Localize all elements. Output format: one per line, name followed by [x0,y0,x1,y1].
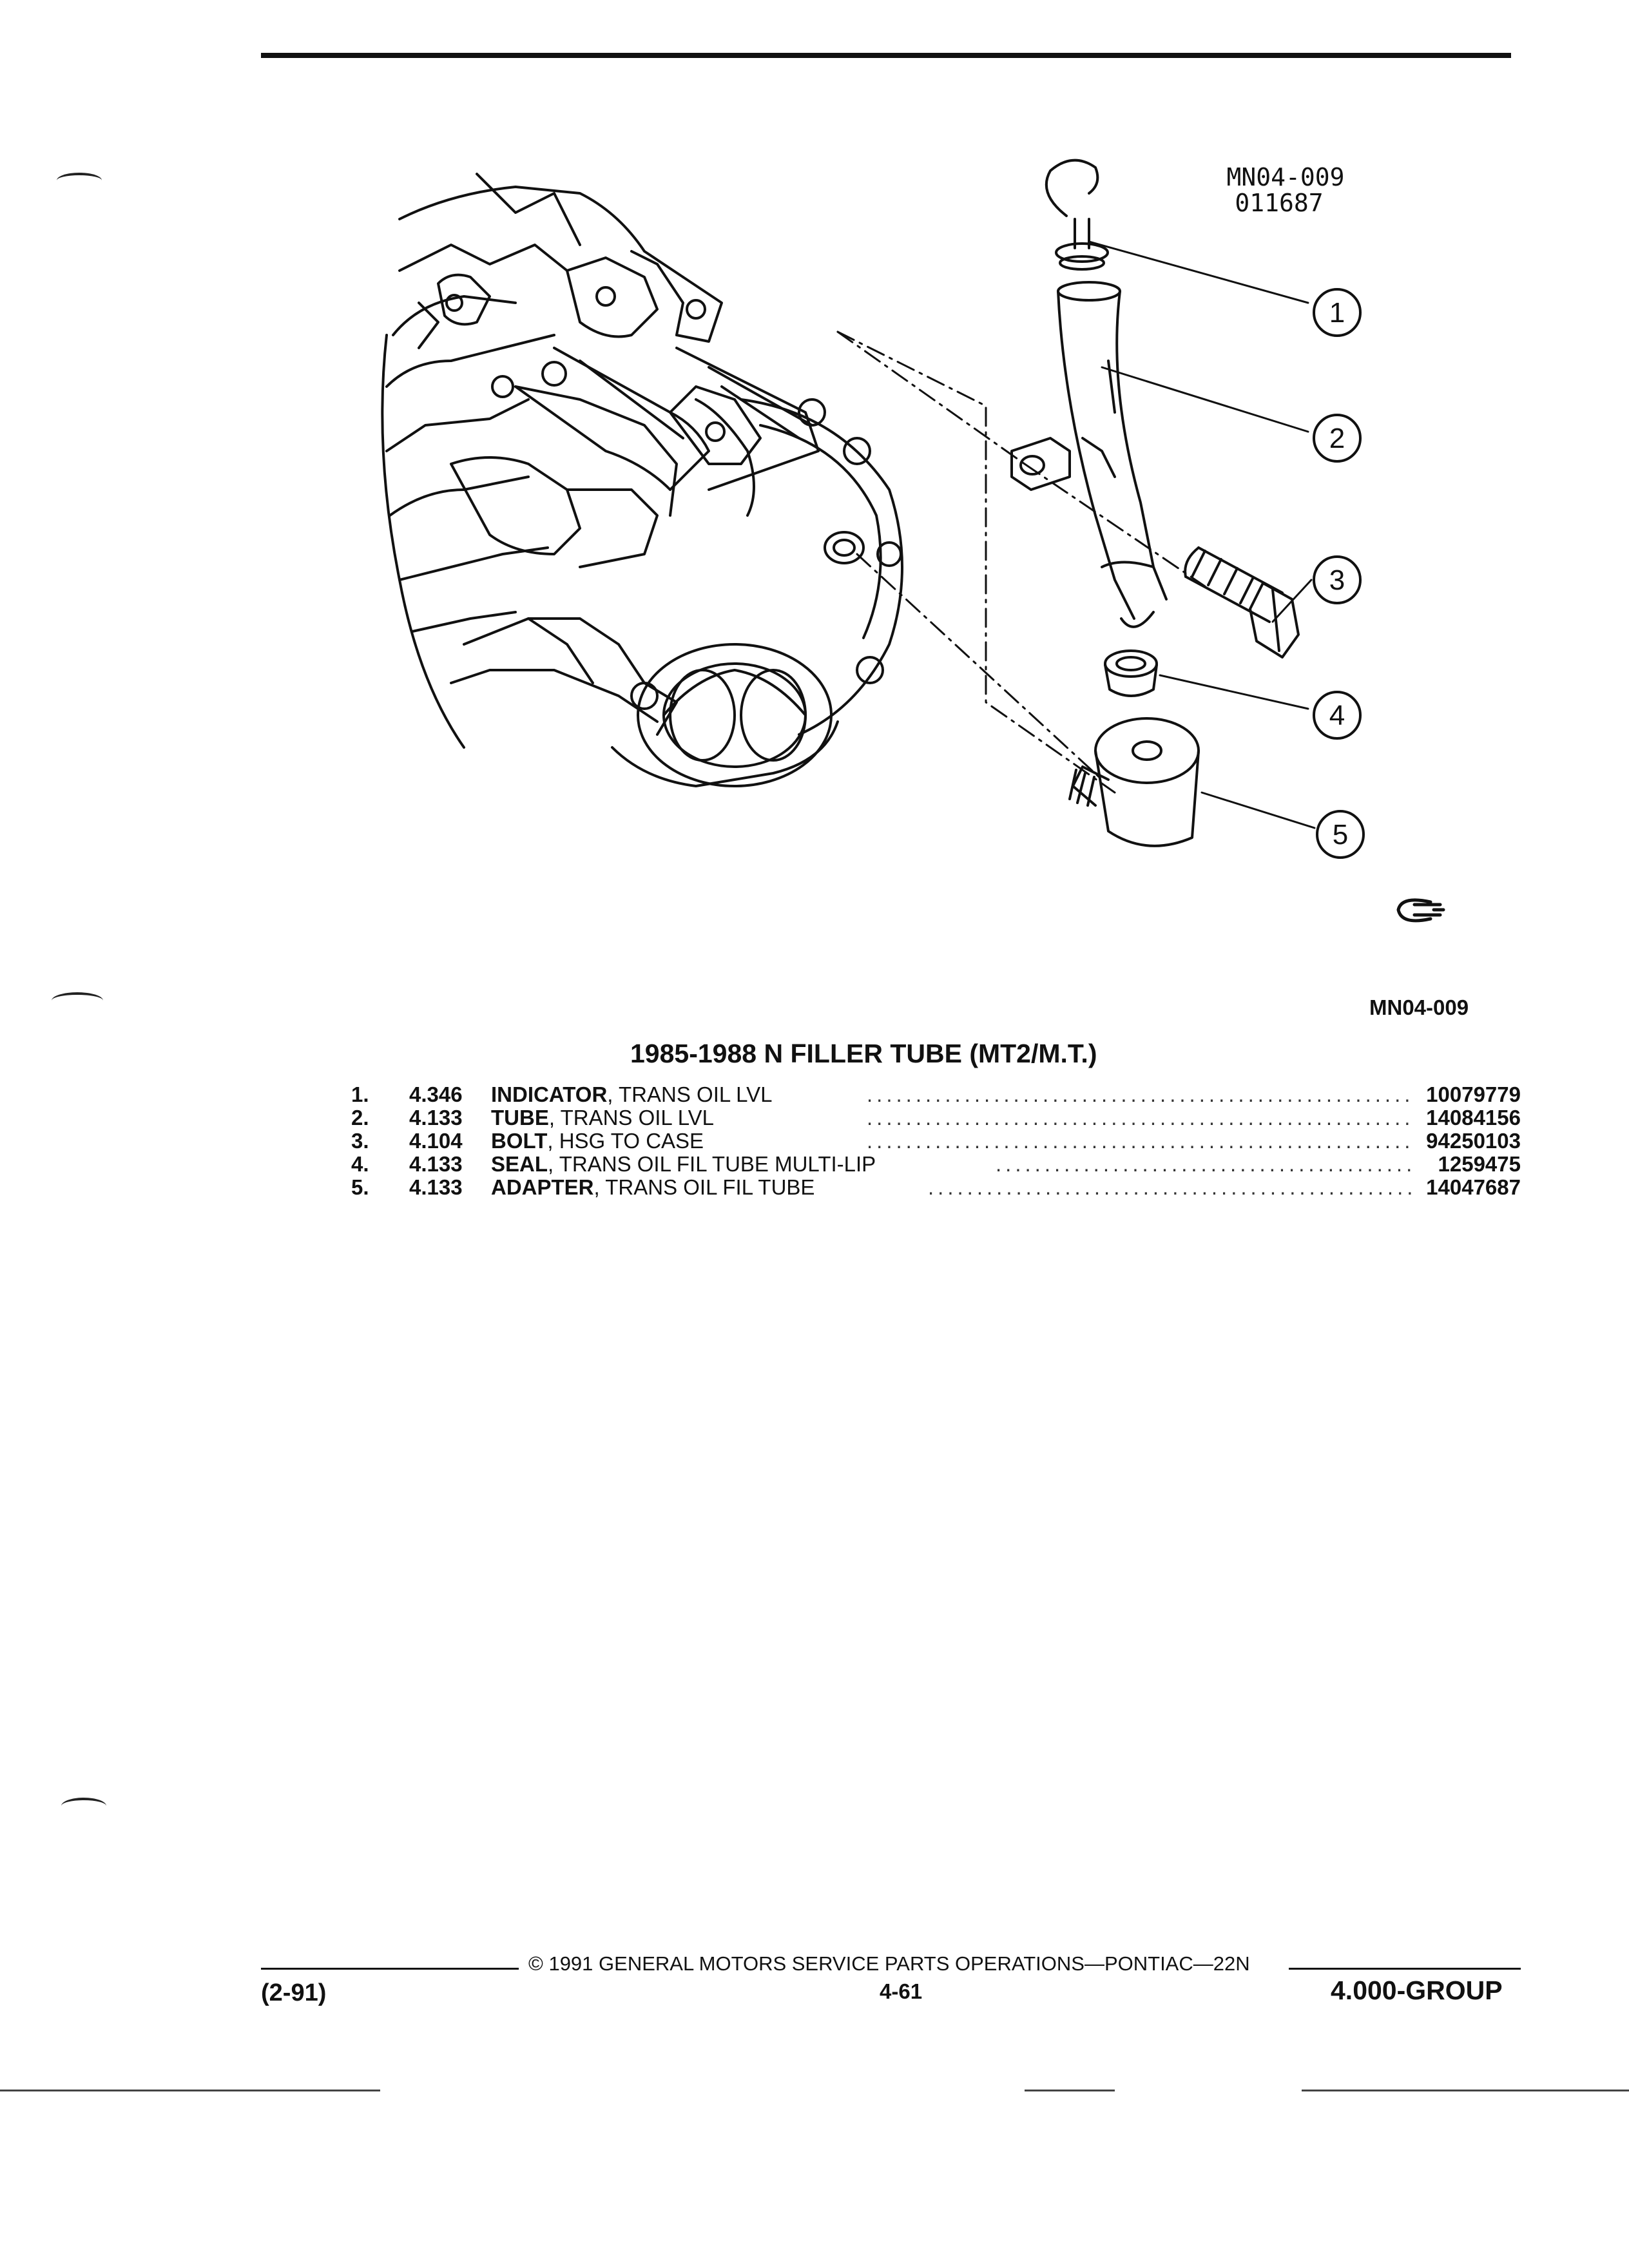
part-desc: , TRANS OIL FIL TUBE [593,1175,815,1199]
part-name: INDICATOR [491,1082,608,1106]
callout-leaders [1088,240,1316,829]
item-number: 3. [351,1129,369,1153]
oil-level-tube [1010,281,1168,628]
part-description: INDICATOR, TRANS OIL LVL [491,1082,772,1107]
part-number: 10079779 [1426,1082,1521,1106]
dot-leader: ........................................… [867,1106,1411,1129]
fill-tube-adapter [1068,717,1200,847]
group-number: 4.346 [409,1082,463,1106]
item-number: 4. [351,1152,369,1176]
footer-date-code: (2-91) [261,1979,327,2006]
margin-mark [57,173,102,188]
figure-code: MN04-009 [1369,995,1469,1019]
page-bottom-rule [1302,2090,1629,2091]
footer-rule-left [261,1968,519,1970]
part-description: BOLT, HSG TO CASE [491,1129,704,1153]
list-item: 5. 4.133 ADAPTER, TRANS OIL FIL TUBE ...… [351,1175,1521,1200]
footer-group: 4.000-GROUP [1331,1975,1503,2005]
list-item: 3. 4.104 BOLT, HSG TO CASE .............… [351,1129,1521,1153]
part-number: 14084156 [1426,1106,1521,1129]
callout-1: 1 [1329,297,1345,329]
part-description: SEAL, TRANS OIL FIL TUBE MULTI-LIP [491,1152,876,1177]
callout-4: 4 [1329,700,1345,731]
list-item: 2. 4.133 TUBE, TRANS OIL LVL ...........… [351,1106,1521,1130]
dot-leader: ........................................… [928,1175,1411,1199]
part-description: ADAPTER, TRANS OIL FIL TUBE [491,1175,815,1200]
header-rule [261,53,1511,58]
part-desc: , HSG TO CASE [547,1129,704,1153]
part-name: ADAPTER [491,1175,594,1199]
footer-copyright: © 1991 GENERAL MOTORS SERVICE PARTS OPER… [528,1952,1250,1975]
oil-level-indicator [1045,159,1109,271]
callout-3: 3 [1329,564,1345,596]
illustration-ref-number: 011687 [1235,189,1323,217]
part-name: TUBE [491,1106,549,1129]
part-description: TUBE, TRANS OIL LVL [491,1106,714,1130]
list-item: 1. 4.346 INDICATOR, TRANS OIL LVL ......… [351,1082,1521,1107]
callout-5: 5 [1333,819,1348,850]
multi-lip-seal [1104,649,1158,697]
part-number: 94250103 [1426,1129,1521,1153]
dot-leader: ........................................… [867,1082,1411,1106]
footer-rule-right [1289,1968,1521,1970]
dot-leader: ........................................… [867,1129,1411,1153]
part-desc: , TRANS OIL FIL TUBE MULTI-LIP [548,1152,876,1176]
margin-mark [61,1798,106,1814]
assembly-leader-lines [836,331,1206,794]
item-number: 5. [351,1175,369,1199]
housing-bolt [1184,546,1300,658]
part-name: BOLT [491,1129,548,1153]
group-number: 4.133 [409,1106,463,1129]
callout-2: 2 [1329,423,1345,454]
group-number: 4.133 [409,1175,463,1199]
part-number: 1259475 [1438,1152,1521,1176]
callout-circles [1313,288,1365,859]
page-bottom-rule [1025,2090,1115,2091]
part-number: 14047687 [1426,1175,1521,1199]
part-name: SEAL [491,1152,548,1176]
section-title: 1985-1988 N FILLER TUBE (MT2/M.T.) [630,1039,1097,1068]
group-number: 4.133 [409,1152,463,1176]
parts-exploded-diagram: 1 2 3 4 5 MN04-009 011687 [381,159,1445,923]
transmission-housing [381,173,903,787]
list-item: 4. 4.133 SEAL, TRANS OIL FIL TUBE MULTI-… [351,1152,1521,1177]
part-desc: , TRANS OIL LVL [548,1106,714,1129]
page-bottom-rule [0,2090,380,2091]
item-number: 2. [351,1106,369,1129]
dot-leader: ........................................… [996,1152,1411,1176]
gm-logo-icon [1396,898,1445,923]
margin-mark [52,992,103,1009]
group-number: 4.104 [409,1129,463,1153]
page-number: 4-61 [880,1979,923,2003]
illustration-ref-code: MN04-009 [1226,163,1344,191]
item-number: 1. [351,1082,369,1106]
part-desc: , TRANS OIL LVL [607,1082,773,1106]
